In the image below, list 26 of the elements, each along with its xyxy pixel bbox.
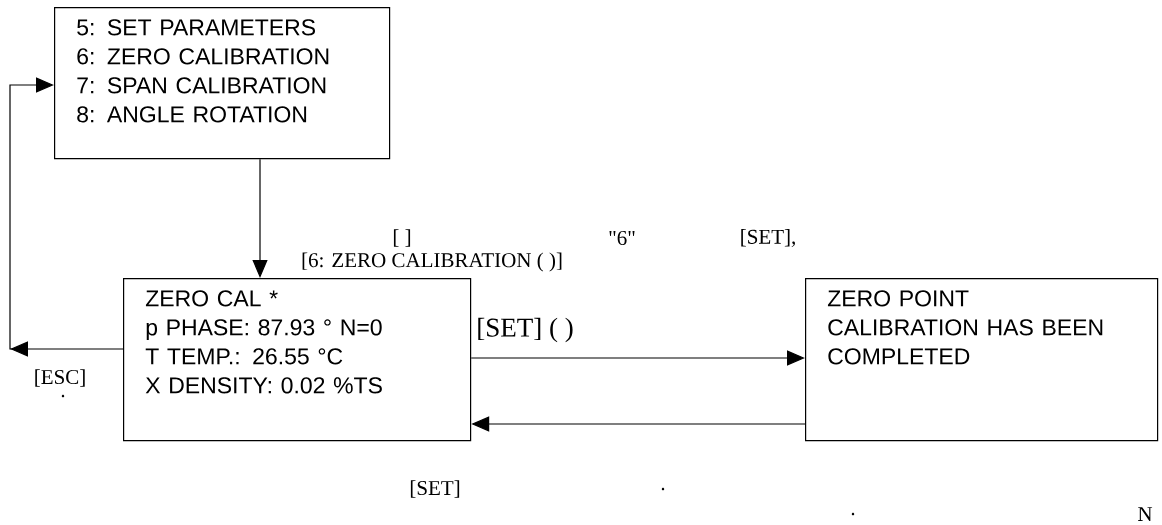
arrow: [9, 77, 124, 357]
note-text: N: [1138, 507, 1153, 521]
screen-text: 8: ANGLE ROTATION: [77, 106, 307, 123]
display-box: [54, 7, 391, 160]
note-text: [ ]: [393, 229, 411, 247]
note-text: .: [61, 394, 65, 398]
display-box: [805, 278, 1159, 442]
screen-text: X DENSITY: 0.02 %TS: [145, 377, 382, 394]
screen-text: ZERO POINT CALIBRATION HAS BEEN COMPLETED: [827, 290, 1103, 365]
edge-label: [SET] ( ): [475, 316, 575, 344]
screen-text: 7: SPAN CALIBRATION: [77, 77, 326, 94]
screen-text: T TEMP.: 26.55 °C: [145, 348, 343, 365]
arrow: [470, 350, 805, 366]
arrow: [252, 158, 268, 278]
screen-text: 5: SET PARAMETERS: [77, 19, 315, 36]
note-text: [SET]: [410, 480, 460, 498]
note-text: "6": [609, 230, 635, 246]
note-text: .: [661, 487, 665, 491]
edge-label: [ESC]: [32, 368, 88, 388]
screen-text: 6: ZERO CALIBRATION: [77, 48, 329, 65]
screen-text: p PHASE: 87.93 ° N=0: [146, 319, 382, 341]
screen-text: ZERO CAL *: [145, 290, 278, 307]
note-text: [SET],: [741, 229, 795, 247]
display-box: [123, 278, 472, 442]
note-text: .: [851, 512, 855, 516]
note-text: [6: ZERO CALIBRATION ( )]: [302, 252, 562, 272]
